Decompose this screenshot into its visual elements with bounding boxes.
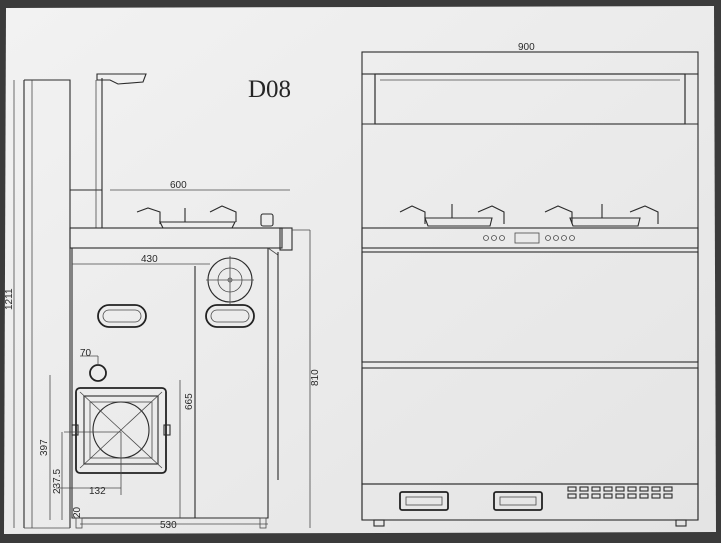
dim-fan-lower: 237.5 — [52, 469, 63, 494]
control-panel — [483, 232, 575, 244]
back-panel — [23, 79, 71, 528]
side-burner — [159, 221, 236, 229]
dim-foot: 20 — [72, 506, 83, 518]
front-base — [361, 483, 699, 521]
dim-counter-width: 600 — [170, 180, 187, 191]
front-counter — [361, 227, 699, 249]
side-view — [13, 73, 311, 529]
base-vent-right — [493, 491, 543, 511]
dim-fan-center: 132 — [89, 486, 106, 497]
dim-cabinet-height: 810 — [310, 369, 321, 386]
hood-arm — [96, 73, 147, 85]
dim-base-width: 530 — [160, 520, 177, 531]
foot-right — [675, 519, 687, 527]
model-label: D08 — [248, 76, 291, 103]
base-grille — [567, 486, 673, 499]
side-slot-left — [97, 304, 147, 328]
front-burner-left — [399, 204, 505, 227]
paper-sheet — [4, 6, 716, 534]
foot-left — [373, 519, 385, 527]
dim-fan-height: 397 — [39, 439, 50, 456]
dim-total-width: 900 — [518, 42, 535, 53]
dim-height-total: 1211 — [4, 288, 15, 310]
dim-door-height: 665 — [184, 393, 195, 410]
dim-inner-width: 430 — [141, 254, 158, 265]
dim-pipe-offset: 70 — [80, 348, 92, 359]
front-burner-right — [544, 204, 659, 227]
base-vent-left — [399, 491, 449, 511]
side-slot-right — [205, 304, 255, 328]
front-view — [361, 51, 699, 527]
